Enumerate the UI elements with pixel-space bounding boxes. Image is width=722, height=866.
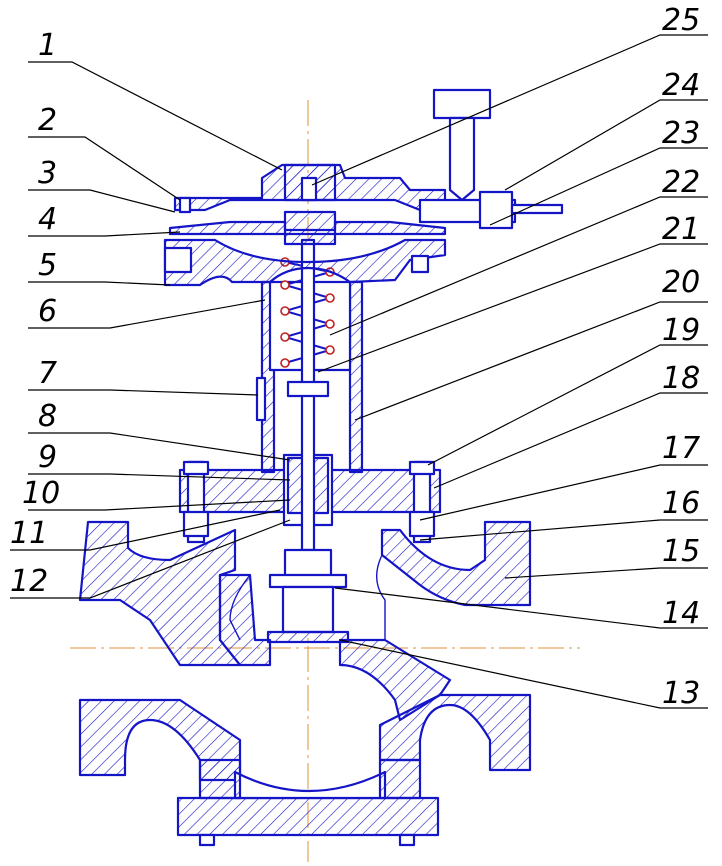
handle-knob <box>432 88 492 120</box>
part-labels-right: 25 24 23 22 21 20 19 18 17 16 15 14 13 <box>662 3 700 711</box>
actuator <box>163 88 564 287</box>
label-9: 9 <box>38 440 57 475</box>
left-flange <box>78 520 242 667</box>
label-3: 3 <box>38 156 57 191</box>
seat-ring <box>266 630 350 644</box>
nut-left-bottom <box>182 510 210 538</box>
label-4: 4 <box>38 202 57 237</box>
actuator-lower-cover <box>163 238 447 287</box>
plug-assembly <box>266 548 350 644</box>
bottom-cover-recess <box>233 770 387 800</box>
bottom-bolt-left <box>198 833 216 847</box>
label-24: 24 <box>662 68 700 103</box>
label-21: 21 <box>662 212 700 247</box>
body-partition-left <box>218 573 272 667</box>
label-2: 2 <box>38 103 57 138</box>
label-5: 5 <box>38 248 57 283</box>
bottom-bolt-right <box>398 833 416 847</box>
nut-right-bottom <box>408 510 436 538</box>
position-indicator <box>255 376 267 422</box>
right-flange <box>380 520 532 607</box>
yoke-wall-right <box>348 280 364 474</box>
label-10: 10 <box>22 476 60 511</box>
handle-shank <box>448 116 476 202</box>
label-25: 25 <box>662 3 700 38</box>
label-6: 6 <box>38 294 57 329</box>
plug-head <box>268 573 348 589</box>
side-port <box>163 246 193 274</box>
label-14: 14 <box>662 596 700 631</box>
nut-left-top <box>182 460 210 476</box>
label-7: 7 <box>38 356 57 391</box>
bottom-cover <box>176 796 440 837</box>
label-20: 20 <box>662 265 700 300</box>
label-16: 16 <box>662 486 700 521</box>
stem-coupling <box>286 380 330 398</box>
actuator-bolt-left <box>178 196 192 214</box>
diaphragm-plate <box>283 210 337 246</box>
signal-tube <box>510 203 564 215</box>
label-8: 8 <box>38 399 57 434</box>
valve-body <box>78 520 532 847</box>
leader-lines <box>10 34 708 709</box>
plug-body <box>281 585 335 634</box>
part-labels-left: 1 2 3 4 5 6 7 8 9 10 11 12 <box>10 28 60 599</box>
label-13: 13 <box>662 676 700 711</box>
label-18: 18 <box>662 361 700 396</box>
right-flange-lower <box>378 693 532 772</box>
label-12: 12 <box>10 564 48 599</box>
flow-cavity-outline <box>229 554 386 641</box>
label-11: 11 <box>10 516 48 551</box>
label-17: 17 <box>662 431 700 466</box>
vent-screw <box>300 176 318 202</box>
body-partition-right <box>338 638 452 722</box>
yoke-column <box>260 280 364 474</box>
label-15: 15 <box>662 534 700 569</box>
label-1: 1 <box>38 28 57 63</box>
label-23: 23 <box>662 116 700 151</box>
actuator-bolt-right <box>410 254 430 274</box>
label-19: 19 <box>662 313 700 348</box>
bottom-neck <box>198 758 422 800</box>
label-22: 22 <box>662 165 700 200</box>
